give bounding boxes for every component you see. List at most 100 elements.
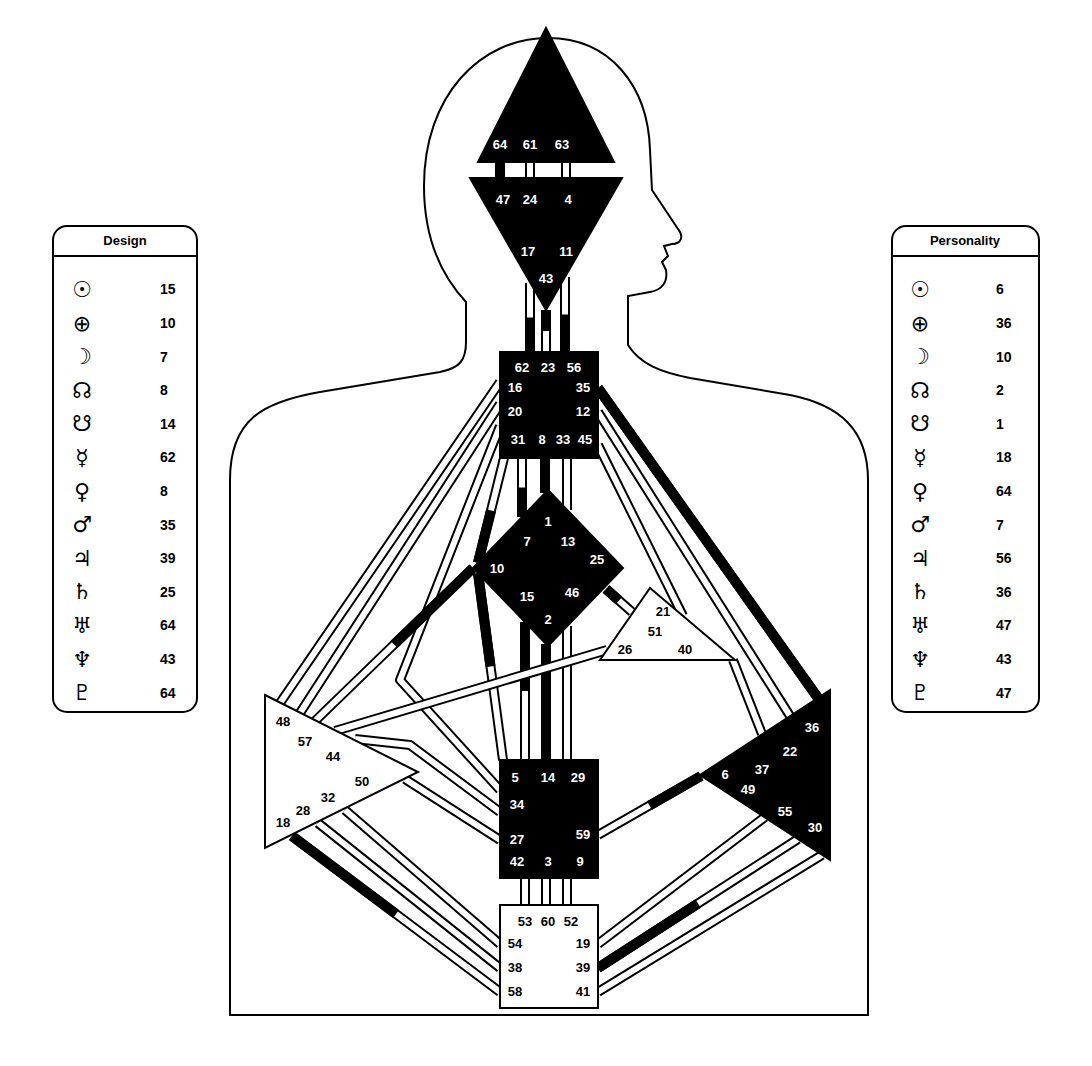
channel <box>400 426 500 790</box>
planet-glyph: ☉ <box>72 278 92 302</box>
channel-inner <box>606 589 632 612</box>
planet-glyph: ☋ <box>910 412 930 436</box>
gate-number: 11 <box>559 245 573 259</box>
channel-activation <box>541 644 551 760</box>
root-center: 536052541938395841 <box>500 905 598 1008</box>
channel <box>335 650 607 731</box>
planet-gate: 35 <box>160 518 176 533</box>
gate-number: 19 <box>576 937 590 951</box>
channel <box>546 878 547 905</box>
center-outline <box>470 178 622 310</box>
planet-gate: 25 <box>160 585 176 600</box>
channel-outline <box>520 622 530 760</box>
channel <box>546 310 547 352</box>
planet-gate: 6 <box>996 282 1004 297</box>
channel-inner <box>405 779 500 840</box>
channel-inner <box>733 660 762 734</box>
planet-glyph: ⊕ <box>73 312 91 336</box>
channel <box>345 810 500 944</box>
planet-glyph: ☊ <box>910 379 930 403</box>
channel <box>405 779 500 840</box>
channel-inner <box>598 776 701 835</box>
planet-glyph: ♅ <box>72 614 92 638</box>
planet-gate: 36 <box>996 585 1012 600</box>
channel-inner <box>478 573 503 760</box>
channel-inner <box>563 162 569 178</box>
gate-number: 47 <box>496 193 510 207</box>
center-shape <box>473 490 623 646</box>
gate-number: 25 <box>590 553 604 567</box>
gate-number: 17 <box>521 245 535 259</box>
channel-outline <box>478 573 503 760</box>
channel-outline <box>525 162 535 178</box>
planet-glyph: ☿ <box>75 446 89 470</box>
planet-glyph: ☽ <box>72 345 92 369</box>
channel-inner <box>543 644 549 760</box>
gate-number: 15 <box>520 590 534 604</box>
channel-inner <box>345 810 500 944</box>
planet-glyph: ♃ <box>910 547 930 571</box>
planet-gate: 43 <box>160 652 176 667</box>
gate-number: 14 <box>541 771 555 785</box>
channel <box>598 412 790 716</box>
channel-outline <box>562 878 572 905</box>
solar-plexus-center: 3622376495530 <box>700 690 830 860</box>
panel-frame <box>53 226 197 712</box>
channel-inner <box>564 458 570 510</box>
gate-number: 18 <box>276 816 290 830</box>
gate-number: 30 <box>808 821 822 835</box>
planet-glyph: ♆ <box>910 648 930 672</box>
planet-glyph: ♄ <box>72 580 92 604</box>
gate-number: 7 <box>523 535 530 549</box>
gate-number: 57 <box>298 735 312 749</box>
personality-panel: Personality☉6⊕36☽10☊2☋1☿18♀64♂7♃56♄36♅47… <box>891 225 1040 713</box>
channel-activation <box>478 573 491 667</box>
channel <box>598 855 822 992</box>
channel-outline <box>598 388 818 698</box>
channel <box>598 776 701 835</box>
channel <box>598 388 818 698</box>
ego-center: 21512640 <box>600 588 735 660</box>
channel-inner <box>543 878 549 905</box>
planet-gate: 64 <box>996 484 1012 499</box>
gate-number: 13 <box>561 535 575 549</box>
channel-activation <box>540 458 550 493</box>
planet-gate: 10 <box>996 350 1012 365</box>
channel-outline <box>562 458 572 510</box>
channel-inner <box>598 388 818 698</box>
channel <box>530 283 531 352</box>
channel-activation <box>292 836 396 914</box>
center-shape <box>700 690 830 860</box>
design-panel: Design☉15⊕10☽7☊8☋14☿62♀8♂35♃39♄25♅64♆43♇… <box>52 225 198 713</box>
channel-outline <box>525 283 535 352</box>
channel-outline <box>541 310 551 352</box>
gate-number: 22 <box>783 745 797 759</box>
gate-number: 43 <box>539 272 553 286</box>
planet-gate: 64 <box>160 618 176 633</box>
gate-number: 5 <box>511 771 518 785</box>
channel-inner <box>318 823 500 968</box>
planet-gate: 1 <box>996 417 1004 432</box>
channel <box>606 589 632 612</box>
gate-number: 1 <box>544 515 551 529</box>
channel-inner <box>335 650 607 731</box>
planet-glyph: ♀ <box>74 480 90 504</box>
channel <box>292 836 500 992</box>
planet-glyph: ♂ <box>72 513 92 537</box>
channel-inner <box>542 458 548 493</box>
sacral-center: 514293427594239 <box>500 760 598 878</box>
channel-activation <box>495 162 505 178</box>
channel-outline <box>517 458 527 517</box>
spleen-center: 48574450322818 <box>265 695 418 848</box>
channel-outline <box>318 823 500 968</box>
planet-glyph: ♇ <box>910 681 930 705</box>
gate-number: 27 <box>510 833 524 847</box>
planet-gate: 8 <box>160 383 168 398</box>
gate-number: 8 <box>538 433 545 447</box>
channel-activation <box>560 315 570 353</box>
planet-glyph: ♇ <box>72 681 92 705</box>
center-shape <box>600 588 735 660</box>
gate-number: 26 <box>618 643 632 657</box>
planet-gate: 18 <box>996 450 1012 465</box>
